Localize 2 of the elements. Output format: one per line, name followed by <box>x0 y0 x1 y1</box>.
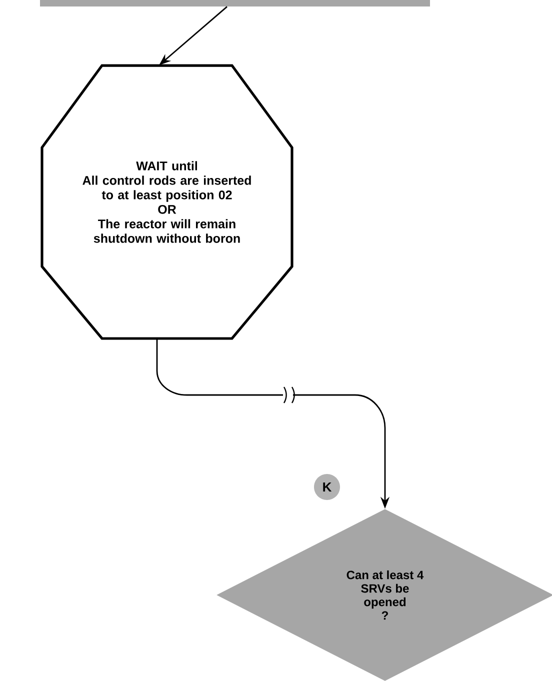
wait-octagon: WAIT until All control rods are inserted to at least position 02 OR The reactor will remain shutdown without boron <box>40 64 294 340</box>
shaded-bar <box>40 0 430 7</box>
